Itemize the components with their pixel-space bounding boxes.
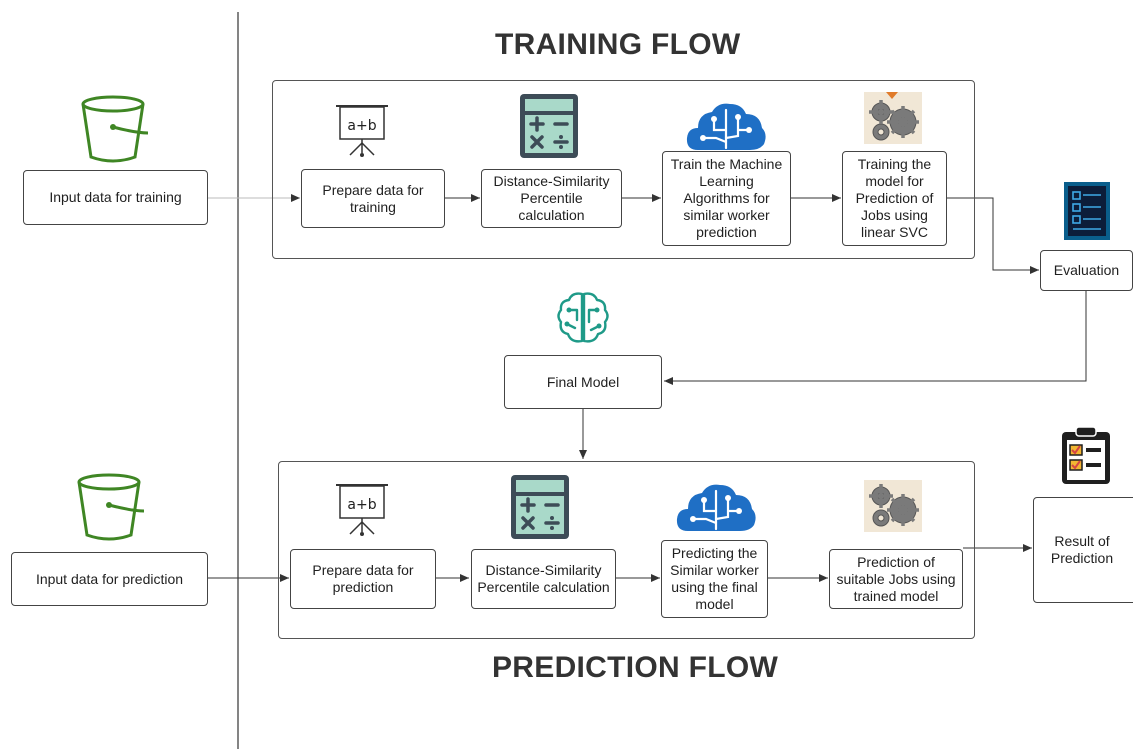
train-svc-box: Training the model for Prediction of Job…	[842, 151, 947, 246]
prepare-prediction-box: Prepare data for prediction	[290, 549, 436, 609]
distance-similarity-prediction-box: Distance-Similarity Percentile calculati…	[471, 549, 616, 609]
bucket-icon	[81, 95, 149, 163]
result-prediction-label: Result of Prediction	[1050, 533, 1114, 566]
prepare-training-box: Prepare data for training	[301, 169, 445, 228]
predict-worker-box: Predicting the Similar worker using the …	[661, 540, 768, 618]
input-prediction-box: Input data for prediction	[11, 552, 208, 606]
whiteboard-icon: a+b	[336, 484, 388, 536]
distance-similarity-training-box: Distance-Similarity Percentile calculati…	[481, 169, 622, 228]
calculator-icon	[520, 94, 578, 158]
svg-text:a+b: a+b	[347, 497, 376, 513]
gears-icon	[864, 480, 922, 532]
final-model-box: Final Model	[504, 355, 662, 409]
document-icon	[1064, 182, 1110, 240]
predict-jobs-box: Prediction of suitable Jobs using traine…	[829, 549, 963, 609]
training-flow-frame	[272, 80, 975, 259]
brain-icon	[557, 292, 609, 343]
calculator-icon	[511, 475, 569, 539]
gears-icon	[864, 92, 922, 144]
whiteboard-icon: a+b	[336, 105, 388, 157]
checklist-clipboard-icon	[1062, 426, 1110, 484]
result-prediction-box: Result of Prediction	[1033, 497, 1133, 603]
prediction-flow-frame	[278, 461, 975, 639]
train-ml-box: Train the Machine Learning Algorithms fo…	[662, 151, 791, 246]
training-flow-title: TRAINING FLOW	[495, 28, 741, 61]
svg-text:a+b: a+b	[347, 118, 376, 134]
brain-icon	[686, 103, 766, 150]
evaluation-box: Evaluation	[1040, 250, 1133, 291]
bucket-icon	[77, 473, 145, 541]
input-training-box: Input data for training	[23, 170, 208, 225]
brain-icon	[676, 484, 756, 531]
prediction-flow-title: PREDICTION FLOW	[492, 651, 779, 684]
